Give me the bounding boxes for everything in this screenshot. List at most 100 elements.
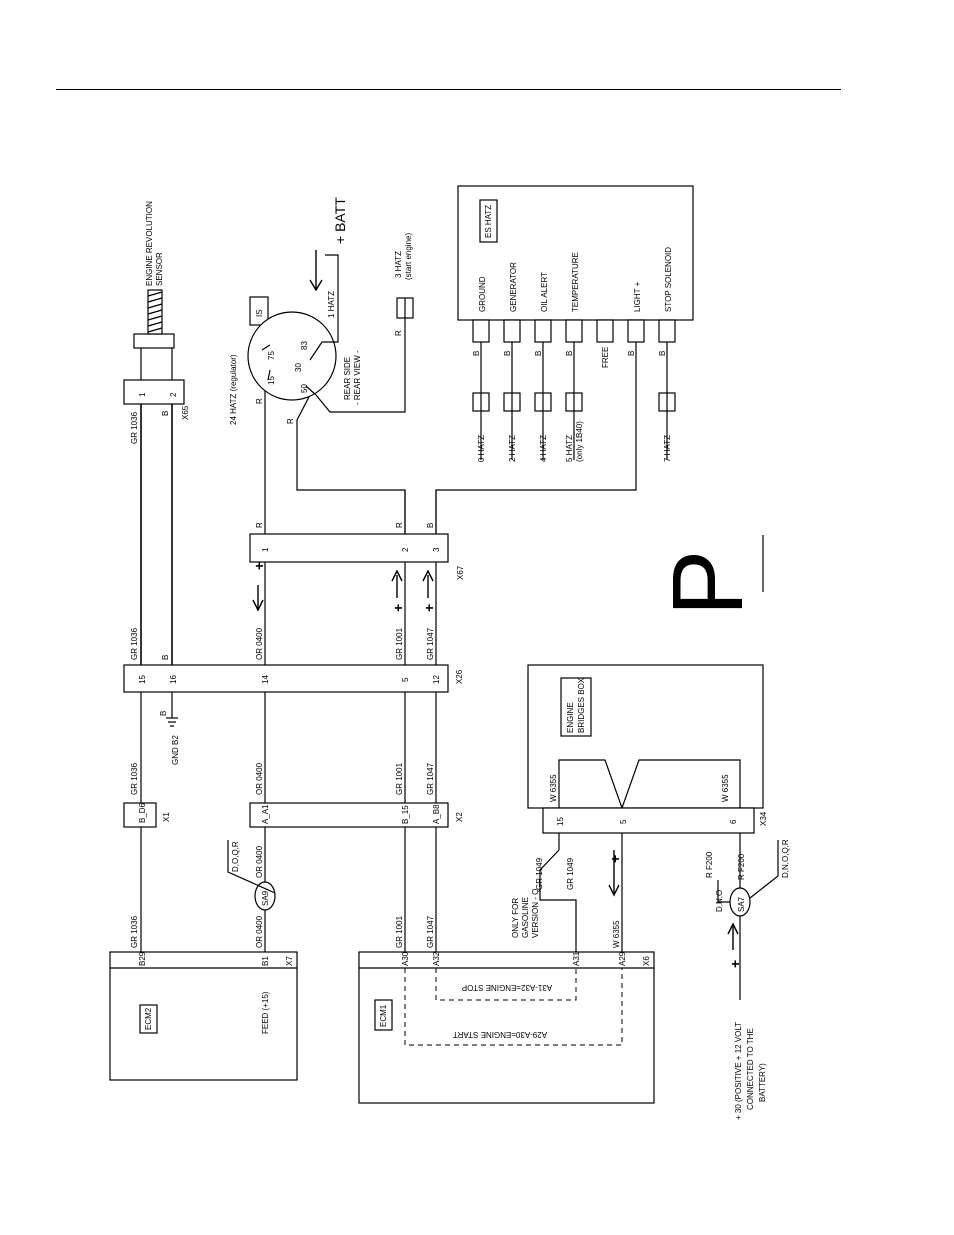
- x26-wire-gr1047: GR 1047: [426, 627, 435, 660]
- ecm1-pin-a32: A32: [432, 951, 441, 966]
- x26-pin-14: 14: [261, 675, 270, 684]
- battery-note-line1: + 30 (POSITIVE + 12 VOLT: [734, 1022, 743, 1120]
- switch-term-83: 83: [300, 341, 309, 350]
- ecm2-label: ECM2: [144, 1007, 153, 1030]
- bridges-label-line2: BRIDGES BOX: [577, 677, 586, 733]
- x65-pin-1: 1: [138, 392, 147, 397]
- switch-wire-r-50: R: [286, 418, 295, 424]
- x26-wire-b: B: [161, 655, 170, 660]
- x7-wire-gr1036: GR 1036: [130, 915, 139, 948]
- ecm2-feed: FEED (+15): [261, 991, 270, 1034]
- sa7-bottom-wire: R F200: [737, 853, 746, 880]
- switch-view-line2: - REAR VIEW -: [353, 350, 362, 405]
- hatz-label-7: 7 HATZ: [663, 435, 672, 462]
- es-hatz-pin-temperature: TEMPERATURE: [571, 252, 580, 312]
- batt-label: + BATT: [332, 197, 348, 244]
- sensor-label-line1: ENGINE REVOLUTION: [145, 201, 154, 286]
- x67-wire-3: B: [426, 523, 435, 528]
- wire-gr1049-a: GR 1049: [535, 857, 544, 890]
- es-hatz-pin-ground: GROUND: [478, 276, 487, 312]
- switch-regulator-label: 24 HATZ (regulator): [229, 354, 238, 425]
- wire-w6355-lower: W 6355: [612, 920, 621, 948]
- es-hatz-wire-1: B: [503, 351, 512, 356]
- start-wire: [315, 318, 406, 413]
- bridges-label-line1: ENGINE: [566, 702, 575, 733]
- x67-pin-2: 2: [401, 547, 410, 552]
- x26-pin-15: 15: [138, 675, 147, 684]
- es-hatz-wire-0: B: [472, 351, 481, 356]
- ignition-switch: [247, 311, 337, 401]
- bridges-wire-left: W 6355: [549, 774, 558, 802]
- x1-pin: B_D6: [138, 802, 147, 823]
- connector-x65: [123, 379, 185, 405]
- plus-x67-3: +: [421, 604, 437, 612]
- x2-pin-a1: A_A1: [261, 804, 270, 824]
- sa9-leader: [227, 840, 276, 894]
- sensor-thread-hatch: [147, 291, 163, 333]
- x67-pin-1: 1: [261, 547, 270, 552]
- ecm2-pin-b1: B1: [261, 956, 270, 966]
- plus-w6355: +: [607, 855, 623, 863]
- ecm1-stop-label: A31-A32=ENGINE STOP: [462, 983, 552, 992]
- hatz-3-sub: (start engine): [404, 233, 413, 280]
- signal-arrow-w6355: [608, 850, 620, 897]
- wire-gr1001-mid: GR 1001: [395, 762, 404, 795]
- hatz-label-2: 2 HATZ: [508, 435, 517, 462]
- x34-pin-15: 15: [556, 817, 565, 826]
- connector-x2: [249, 802, 449, 828]
- wire-gr1036-mid: GR 1036: [130, 762, 139, 795]
- is-label: IS: [255, 309, 264, 317]
- es-hatz-wire-5: B: [627, 351, 636, 356]
- wire-gr1047-mid: GR 1047: [426, 762, 435, 795]
- x1-name: X1: [162, 812, 171, 822]
- x67-wire-1: R: [255, 522, 264, 528]
- es-hatz-label: ES HATZ: [484, 205, 493, 238]
- x67-pin-3: 3: [432, 547, 441, 552]
- ground-symbol: [166, 717, 178, 727]
- es-hatz-wire-6: B: [658, 351, 667, 356]
- sa9-wire: OR 0400: [255, 845, 264, 878]
- sa9-variant: D,O,Q,R: [231, 841, 240, 872]
- gnd-label: GND B2: [171, 735, 180, 765]
- gasoline-note-line1: ONLY FOR: [511, 898, 520, 938]
- splice-sa9: [254, 881, 276, 911]
- x26-wire-gr1001: GR 1001: [395, 627, 404, 660]
- hatz-label-5-sub: (only 1B40): [575, 421, 584, 462]
- connector-x67: [249, 533, 449, 563]
- es-hatz-pin-generator: GENERATOR: [509, 262, 518, 312]
- ecm1-label-frame: [374, 999, 393, 1031]
- plus-x67-1: +: [251, 562, 267, 570]
- wire-gr1049-b: GR 1049: [566, 857, 575, 890]
- es-hatz-pin-oil-alert: OIL ALERT: [540, 272, 549, 312]
- ecm1-connector: X6: [642, 956, 651, 966]
- x2-name: X2: [455, 812, 464, 822]
- main-wires: [140, 390, 741, 1000]
- x26-pin-5: 5: [401, 677, 410, 682]
- x34-pin-6: 6: [729, 819, 738, 824]
- switch-contacts: [261, 341, 323, 396]
- es-hatz-pins: [472, 319, 676, 343]
- ecm1-pin-a29: A29: [618, 951, 627, 966]
- bridges-label-frame: [560, 677, 592, 737]
- hatz-3-wire: R: [394, 330, 403, 336]
- ecm1-label: ECM1: [379, 1004, 388, 1027]
- battery-note-line3: BATTERY): [758, 1063, 767, 1102]
- batt-wire: [322, 254, 339, 343]
- sa7-wire: R F200: [705, 851, 714, 878]
- wire-or0400-mid: OR 0400: [255, 762, 264, 795]
- sa7-left-variant: D,N,O: [715, 890, 724, 912]
- x2-pin-b15: B_15: [401, 805, 410, 824]
- hatz-label-4: 4 HATZ: [539, 435, 548, 462]
- es-hatz-label-frame: [479, 199, 498, 243]
- switch-term-30: 30: [294, 363, 303, 372]
- sensor-wire-b: B: [161, 411, 170, 416]
- switch-term-50: 50: [300, 384, 309, 393]
- page-header-rule: [56, 89, 841, 90]
- sa7-variant: D,N,O,Q,R: [781, 839, 790, 878]
- sa9-label: SA9: [261, 890, 270, 906]
- ecm2-label-frame: [139, 1004, 158, 1034]
- signal-arrows-x67: [252, 569, 434, 612]
- ecm1-box: [358, 951, 655, 1104]
- es-hatz-wire-2: B: [534, 351, 543, 356]
